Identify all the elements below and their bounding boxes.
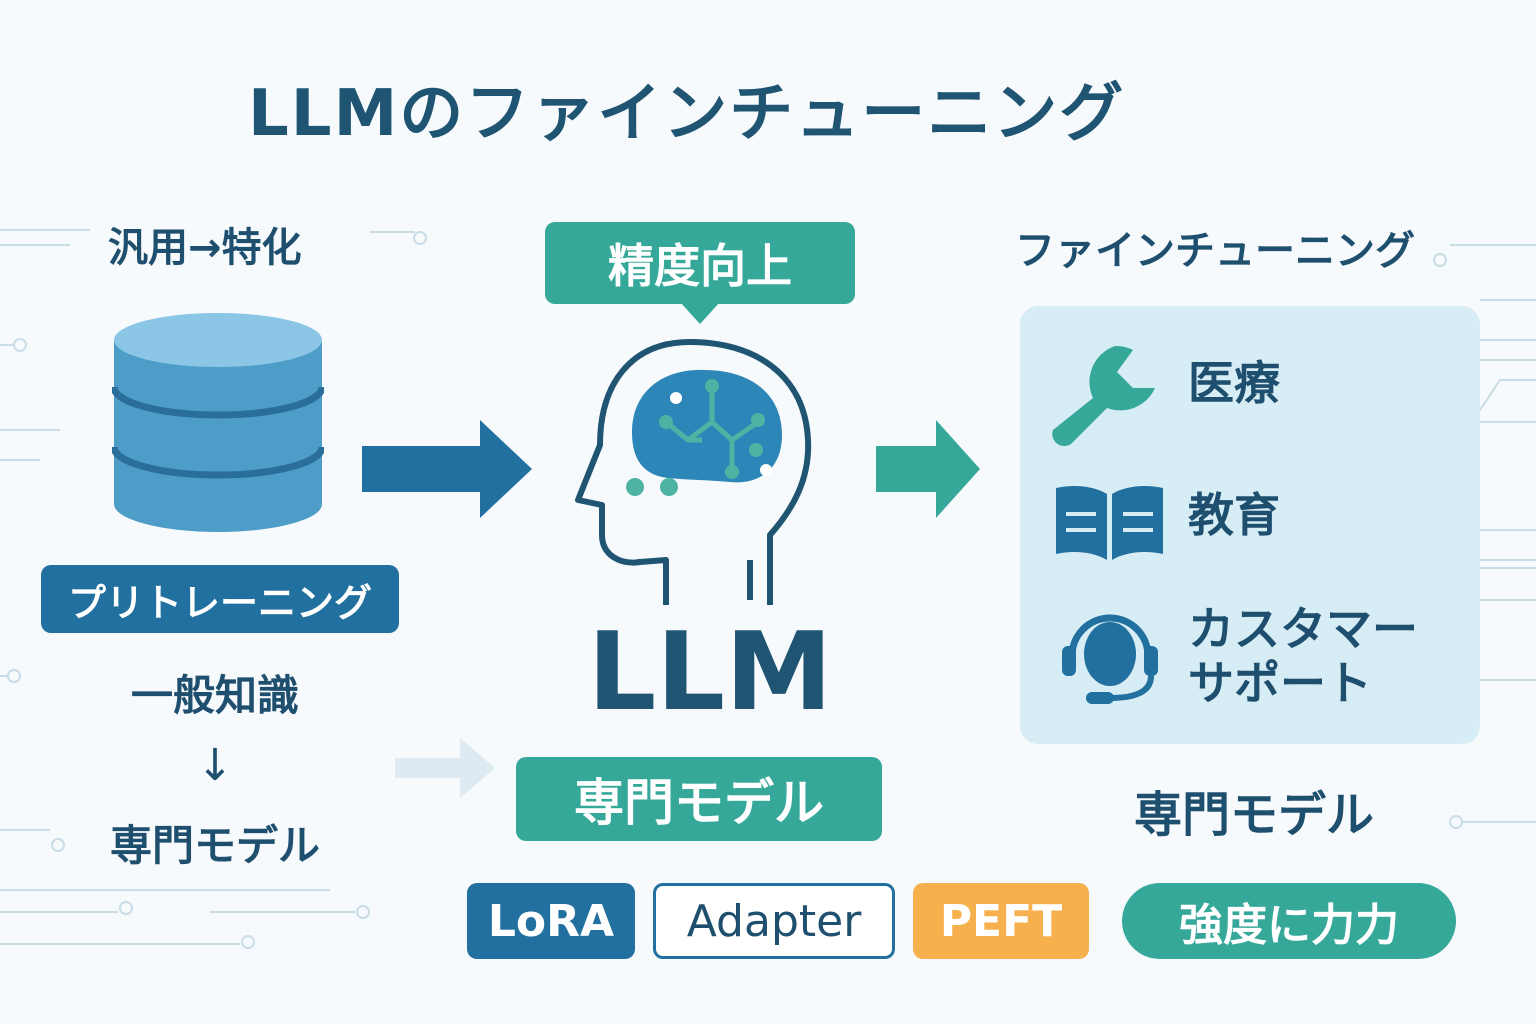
llm-label: LLM <box>587 610 833 735</box>
left-specialist-label: 専門モデル <box>109 821 320 870</box>
strength-tag: 強度に力力 <box>1122 883 1456 959</box>
down-arrow-glyph: ↓ <box>196 740 234 791</box>
open-book-icon <box>1056 486 1163 560</box>
wrench-icon <box>1052 345 1155 447</box>
brain-head-icon <box>575 339 812 605</box>
headset-icon <box>1062 614 1158 704</box>
right-specialist-label: 専門モデル <box>1134 787 1375 843</box>
adapter-tag: Adapter <box>653 883 895 959</box>
finetuning-heading: ファインチューニング <box>1015 228 1415 274</box>
general-to-special-heading: 汎用→特化 <box>108 225 302 271</box>
right-arrow-icon <box>362 420 532 518</box>
precision-callout: 精度向上 <box>545 222 855 304</box>
lora-tag: LoRA <box>467 883 635 959</box>
center-specialist-badge: 専門モデル <box>516 757 882 841</box>
database-icon <box>112 313 324 532</box>
education-label: 教育 <box>1188 488 1280 542</box>
medical-label: 医療 <box>1188 356 1280 410</box>
customer-support-label-line2: サポート <box>1188 656 1372 710</box>
general-knowledge-label: 一般知識 <box>130 671 299 720</box>
callout-pointer <box>680 302 720 324</box>
customer-support-label-line1: カスタマー <box>1188 602 1418 656</box>
right-arrow-icon <box>876 420 980 518</box>
pretraining-badge: プリトレーニング <box>41 565 399 633</box>
faded-arrow-icon <box>395 738 495 798</box>
page-title: LLMのファインチューニング <box>248 77 1126 151</box>
peft-tag: PEFT <box>913 883 1089 959</box>
